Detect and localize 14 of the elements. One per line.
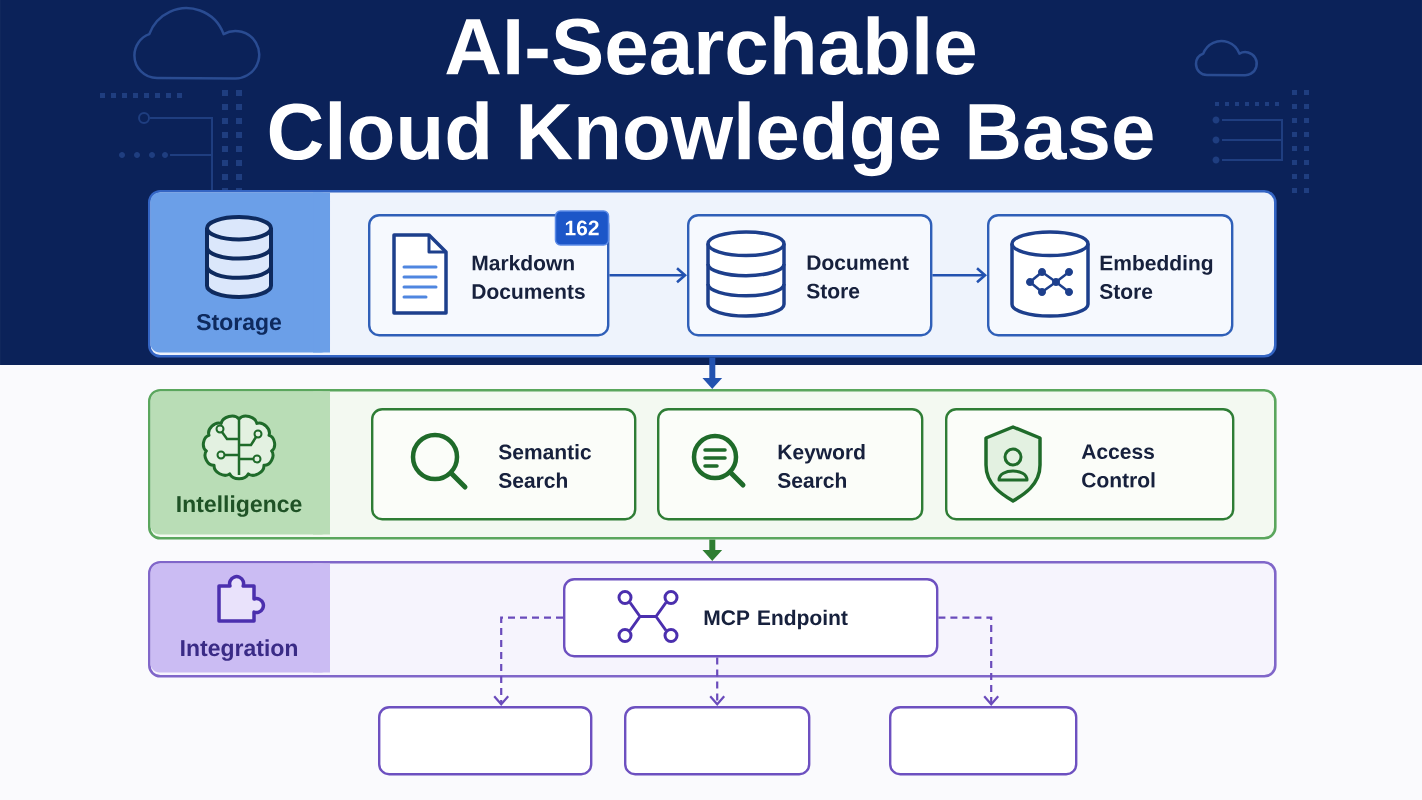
count-badge: 162 — [554, 210, 610, 246]
arrow — [493, 616, 563, 706]
arrow — [932, 267, 987, 284]
component-box: Semantic Search — [371, 408, 637, 521]
blank-box — [889, 706, 1078, 776]
blank-box — [378, 706, 593, 776]
title: AI-Searchable Cloud Knowledge Base — [269, 16, 1153, 177]
blank-box — [624, 706, 811, 776]
component-box: MCP Endpoint — [563, 578, 939, 658]
component-box: Keyword Search — [657, 408, 924, 521]
arrow — [938, 616, 1000, 706]
section-tab: Integration — [150, 563, 330, 673]
arrow — [609, 267, 687, 284]
arrow — [709, 657, 726, 706]
